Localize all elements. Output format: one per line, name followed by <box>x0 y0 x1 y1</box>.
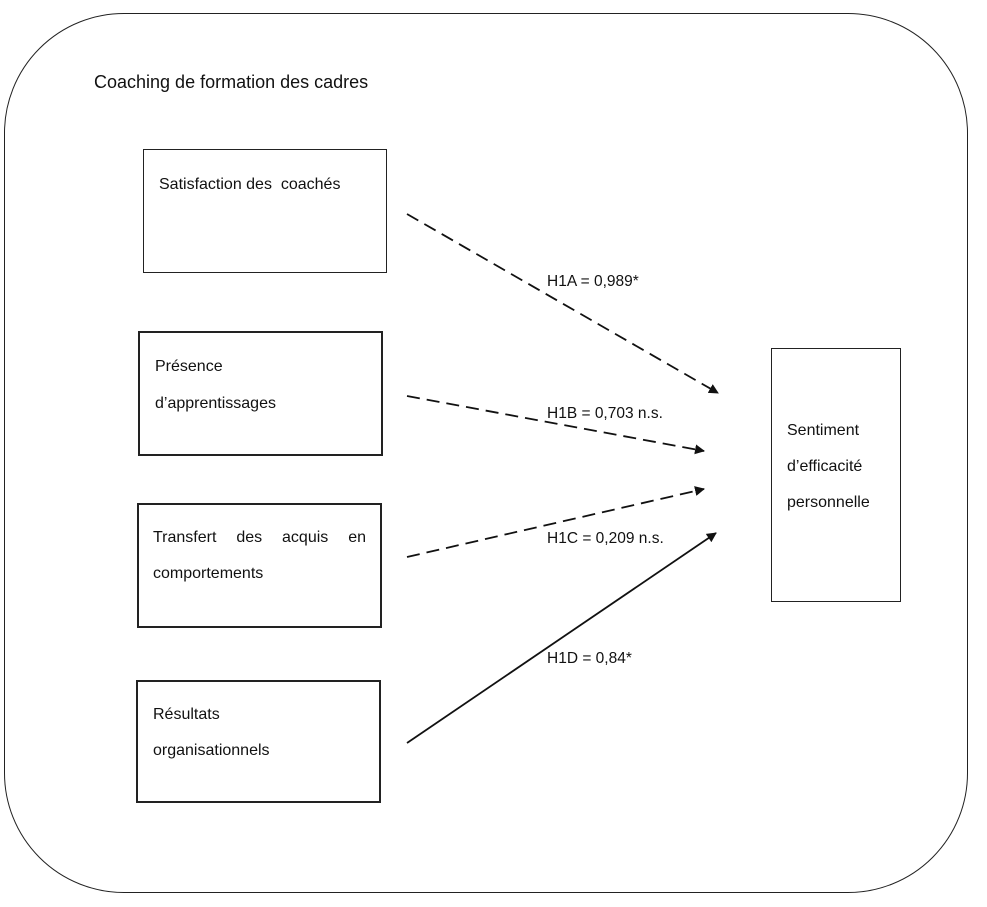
arrow-h1d <box>406 532 717 744</box>
sentiment-line2: d’efficacité <box>787 458 863 475</box>
transfert-line2: comportements <box>153 565 264 582</box>
transfert-word-4: en <box>348 529 366 546</box>
box-satisfaction: Satisfaction des coachés <box>143 149 387 273</box>
label-h1b: H1B = 0,703 n.s. <box>547 405 663 422</box>
box-sentiment: Sentiment d’efficacité personnelle <box>771 348 901 602</box>
resultats-line1: Résultats <box>153 706 220 723</box>
arrow-h1b <box>406 395 705 455</box>
box-transfert: Transfert des acquis en comportements <box>137 503 382 628</box>
resultats-line2: organisationnels <box>153 742 270 759</box>
arrow-h1a <box>406 213 719 394</box>
arrow-h1c <box>406 486 705 558</box>
transfert-word-3: acquis <box>282 529 329 546</box>
label-h1a: H1A = 0,989* <box>547 273 639 290</box>
satisfaction-label: Satisfaction des coachés <box>159 176 341 193</box>
presence-line2: d’apprentissages <box>155 395 276 412</box>
sentiment-line3: personnelle <box>787 494 870 511</box>
outer-frame <box>4 13 968 893</box>
transfert-word-1: Transfert <box>153 529 217 546</box>
sentiment-line1: Sentiment <box>787 422 860 439</box>
transfert-line1: Transfert des acquis en <box>153 529 366 547</box>
label-h1c: H1C = 0,209 n.s. <box>547 530 664 547</box>
presence-line1: Présence <box>155 358 223 375</box>
frame-title: Coaching de formation des cadres <box>94 72 369 92</box>
label-h1d: H1D = 0,84* <box>547 650 632 667</box>
box-resultats: Résultats organisationnels <box>136 680 381 803</box>
box-presence: Présence d’apprentissages <box>138 331 383 456</box>
transfert-word-2: des <box>236 529 263 546</box>
